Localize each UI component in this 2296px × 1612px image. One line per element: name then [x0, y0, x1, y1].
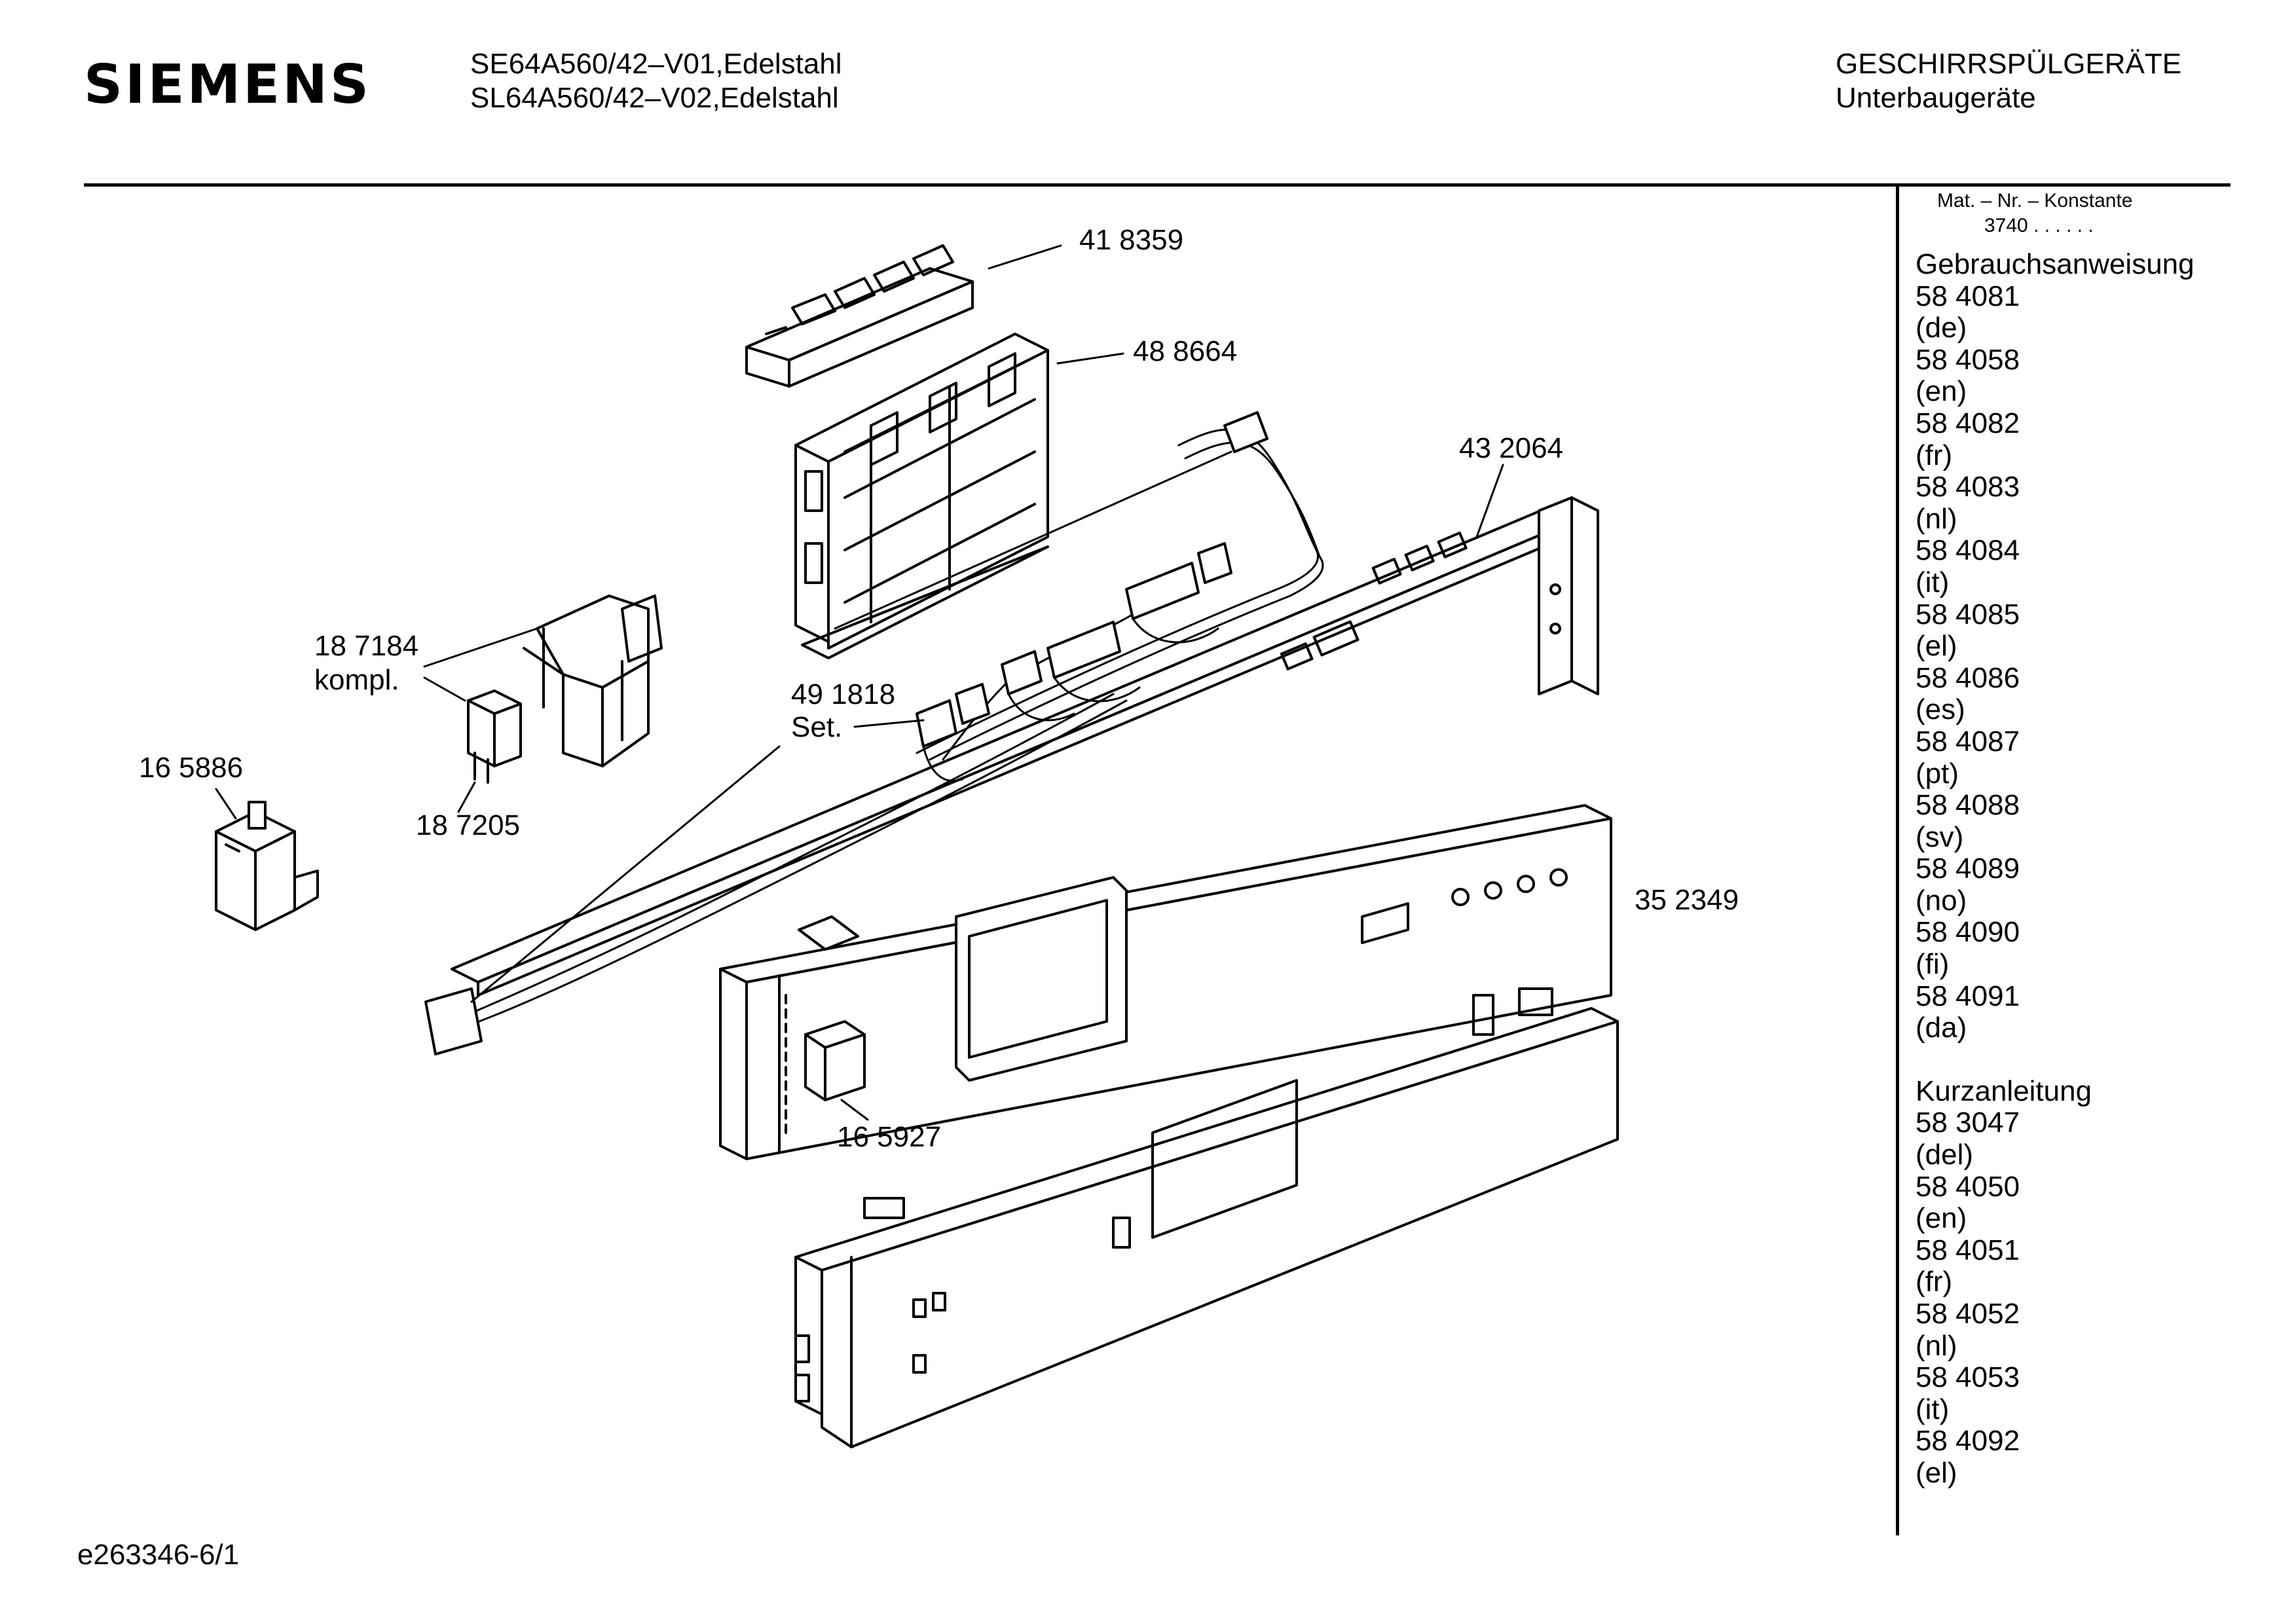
part-button-strip [745, 244, 974, 388]
part-trim-strip [451, 496, 1599, 997]
list-item: 58 4090 [1916, 916, 2020, 949]
list-item: 58 4081 [1916, 280, 2020, 312]
list-item: 58 4052 [1916, 1298, 2020, 1330]
list-item: (nl) [1916, 502, 1957, 535]
section-title-manual: Gebrauchsanweisung [1916, 248, 2194, 280]
list-item: (es) [1916, 693, 1965, 726]
label-part-491818-note: Set. [791, 711, 843, 743]
label-part-488664: 48 8664 [1133, 335, 1238, 367]
label-part-432064: 43 2064 [1459, 432, 1564, 464]
label-part-491818: 49 1818 [791, 678, 896, 710]
label-part-352349: 35 2349 [1635, 884, 1739, 916]
list-item: 58 4058 [1916, 343, 2020, 376]
list-item: 58 4092 [1916, 1425, 2020, 1457]
model-line-1: SE64A560/42–V01,Edelstahl [470, 48, 842, 80]
part-door-switch [523, 595, 663, 767]
part-panel-housing [794, 1007, 1619, 1448]
label-part-165927: 16 5927 [837, 1121, 942, 1153]
list-item: (nl) [1916, 1329, 1957, 1362]
part-micro-switch [467, 689, 522, 784]
list-item: (it) [1916, 566, 1950, 598]
list-item: (del) [1916, 1139, 1974, 1171]
list-item: (fi) [1916, 948, 1950, 981]
sidebar-divider [1896, 187, 1899, 1535]
list-item: (it) [1916, 1393, 1950, 1425]
list-item: 58 4091 [1916, 980, 2020, 1012]
list-item: (da) [1916, 1012, 1967, 1044]
list-item: 58 4084 [1916, 534, 2020, 567]
list-item: (no) [1916, 884, 1967, 917]
list-item: 58 4051 [1916, 1234, 2020, 1266]
label-part-187205: 18 7205 [416, 809, 521, 841]
quickguide-list: 58 3047(del)58 4050(en)58 4051(fr)58 405… [1916, 1107, 2194, 1489]
list-item: 58 4082 [1916, 407, 2020, 439]
part-button-cap [804, 1020, 866, 1101]
manual-list: 58 4081(de)58 4058(en)58 4082(fr)58 4083… [1916, 280, 2194, 1044]
list-item: (el) [1916, 1456, 1957, 1489]
list-item: (sv) [1916, 820, 1964, 853]
list-item: (fr) [1916, 1266, 1953, 1298]
list-item: (fr) [1916, 439, 1953, 471]
label-part-187184-note: kompl. [314, 664, 399, 696]
brand-logo: SIEMENS [84, 54, 371, 116]
list-item: (en) [1916, 1202, 1967, 1235]
label-part-418359: 41 8359 [1079, 224, 1184, 256]
list-item: 58 4053 [1916, 1361, 2020, 1394]
label-part-187184: 18 7184 [314, 630, 419, 662]
list-item: (en) [1916, 375, 1967, 408]
list-item: 58 4088 [1916, 789, 2020, 822]
list-item: (de) [1916, 312, 1967, 344]
list-item: 58 4085 [1916, 598, 2020, 631]
model-line-2: SL64A560/42–V02,Edelstahl [470, 82, 839, 114]
list-item: (pt) [1916, 757, 1959, 790]
part-control-fascia [719, 804, 1612, 1160]
list-item: 58 4087 [1916, 725, 2020, 758]
list-item: (el) [1916, 630, 1957, 663]
list-item: 58 4089 [1916, 852, 2020, 885]
list-item: 58 4086 [1916, 661, 2020, 694]
leader-lines [215, 244, 1504, 1121]
section-title-quickguide: Kurzanleitung [1916, 1074, 2092, 1107]
drawing-id: e263346-6/1 [77, 1539, 240, 1571]
sidebar-document-list: Gebrauchsanweisung 58 4081(de)58 4058(en… [1916, 248, 2194, 1490]
header-rule [84, 183, 2231, 187]
mat-nr-value: 3740 . . . . . . [1984, 215, 2094, 236]
list-item: 58 4083 [1916, 471, 2020, 504]
category-subtitle: Unterbaugeräte [1836, 82, 2036, 114]
label-part-165886: 16 5886 [139, 752, 244, 784]
list-item: 58 3047 [1916, 1107, 2020, 1139]
part-relay [215, 801, 319, 931]
mat-nr-label: Mat. – Nr. – Konstante [1937, 190, 2133, 211]
category-title: GESCHIRRSPÜLGERÄTE [1836, 48, 2182, 80]
part-control-module [794, 333, 1049, 659]
part-wiring-harness [424, 411, 1324, 1055]
list-item: 58 4050 [1916, 1170, 2020, 1203]
